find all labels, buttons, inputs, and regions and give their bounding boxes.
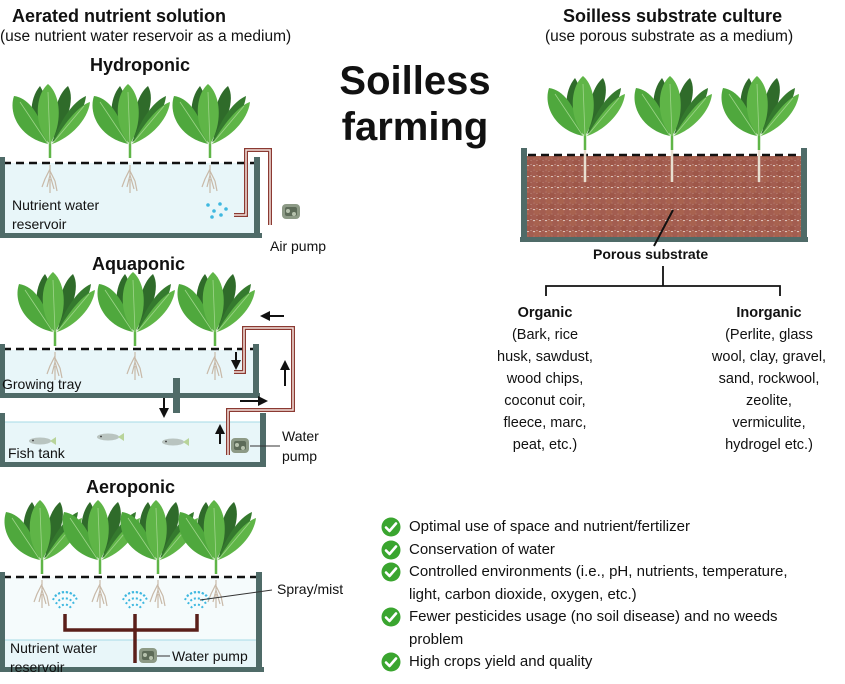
spray-pipe xyxy=(63,614,199,663)
organic-line: wood chips, xyxy=(506,371,584,387)
organic-line: husk, sawdust, xyxy=(497,349,593,365)
aeroponic-system xyxy=(0,498,273,672)
plant xyxy=(91,82,172,160)
left-heading: Aerated nutrient solution xyxy=(12,6,227,26)
hydroponic-reservoir-label: Nutrient water xyxy=(12,197,100,213)
plant xyxy=(11,82,92,160)
water-pump-icon xyxy=(139,648,157,663)
organic-line: fleece, marc, xyxy=(503,415,587,431)
hydroponic-reservoir-label-2: reservoir xyxy=(12,216,67,232)
check-circle-icon xyxy=(381,517,401,537)
inorganic-line: hydrogel etc.) xyxy=(725,437,813,453)
organic-line: (Bark, rice xyxy=(511,327,579,343)
inorganic-title: Inorganic xyxy=(736,305,802,321)
tank-wall-left xyxy=(0,157,5,237)
benefit-text: Fewer pesticides usage (no soil disease)… xyxy=(409,608,778,648)
aeroponic-reservoir-water xyxy=(3,640,257,667)
hydroponic-title: Hydroponic xyxy=(90,55,191,75)
organic-line: peat, etc.) xyxy=(512,437,578,453)
left-subheading: (use nutrient water reservoir as a mediu… xyxy=(0,28,292,45)
air-pump-icon xyxy=(282,204,300,219)
inorganic-column: Inorganic (Perlite, glass wool, clay, gr… xyxy=(693,302,845,456)
tank-wall-right xyxy=(254,157,260,237)
water-pump-label-2: pump xyxy=(282,448,318,464)
benefit-text: High crops yield and quality xyxy=(409,653,593,670)
water-pump-icon xyxy=(231,438,249,453)
tank-base xyxy=(0,233,262,238)
drain-pipe xyxy=(173,378,180,413)
growing-tray-label: Growing tray xyxy=(2,376,82,392)
aeroponic-reservoir-label-2: reservoir xyxy=(10,659,65,675)
porous-substrate-label: Porous substrate xyxy=(593,246,709,262)
benefit-text: Optimal use of space and nutrient/fertil… xyxy=(409,518,690,535)
benefit-item: Controlled environments (i.e., pH, nutri… xyxy=(381,561,788,606)
hydroponic-water xyxy=(3,163,255,233)
inorganic-line: sand, rockwool, xyxy=(718,371,820,387)
inorganic-line: vermiculite, xyxy=(732,415,806,431)
organic-line: coconut coir, xyxy=(504,393,586,409)
benefit-item: Optimal use of space and nutrient/fertil… xyxy=(381,516,788,539)
check-circle-icon xyxy=(381,540,401,559)
check-circle-icon xyxy=(381,607,401,627)
aeroponic-title: Aeroponic xyxy=(86,477,176,497)
aeroponic-reservoir-label: Nutrient water xyxy=(10,640,98,656)
main-title-line-1: Soilless xyxy=(339,59,491,103)
aquaponic-system xyxy=(0,270,295,467)
air-pump-label: Air pump xyxy=(270,238,327,254)
plant xyxy=(171,82,252,160)
substrate-culture-system xyxy=(520,74,808,296)
benefit-item: Conservation of water xyxy=(381,539,788,562)
main-title: Soilless farming xyxy=(335,58,495,150)
right-heading: Soilless substrate culture xyxy=(563,6,783,26)
benefit-item: Fewer pesticides usage (no soil disease)… xyxy=(381,606,788,651)
inorganic-line: zeolite, xyxy=(746,393,792,409)
fish-tank-label: Fish tank xyxy=(8,445,65,461)
check-circle-icon xyxy=(381,562,401,582)
hydroponic-system xyxy=(0,82,300,238)
substrate-plants xyxy=(546,74,801,182)
category-bracket xyxy=(545,266,781,296)
benefit-text: Conservation of water xyxy=(409,540,555,558)
inorganic-line: wool, clay, gravel, xyxy=(711,349,827,365)
organic-title: Organic xyxy=(517,305,573,321)
main-title-line-2: farming xyxy=(341,105,489,149)
spray-mist-label: Spray/mist xyxy=(277,581,344,597)
substrate-pointer xyxy=(653,209,674,247)
benefits-list: Optimal use of space and nutrient/fertil… xyxy=(381,516,788,674)
air-bubbles xyxy=(206,202,228,219)
benefit-item: High crops yield and quality xyxy=(381,651,788,674)
benefit-text: Controlled environments (i.e., pH, nutri… xyxy=(409,563,788,603)
aquaponic-title: Aquaponic xyxy=(92,254,185,274)
inorganic-line: (Perlite, glass xyxy=(725,327,813,343)
check-circle-icon xyxy=(381,652,401,672)
water-pump-label: Water xyxy=(282,428,319,444)
right-subheading: (use porous substrate as a medium) xyxy=(545,28,794,45)
organic-column: Organic (Bark, rice husk, sawdust, wood … xyxy=(463,302,627,456)
aeroponic-pump-label: Water pump xyxy=(172,648,248,664)
